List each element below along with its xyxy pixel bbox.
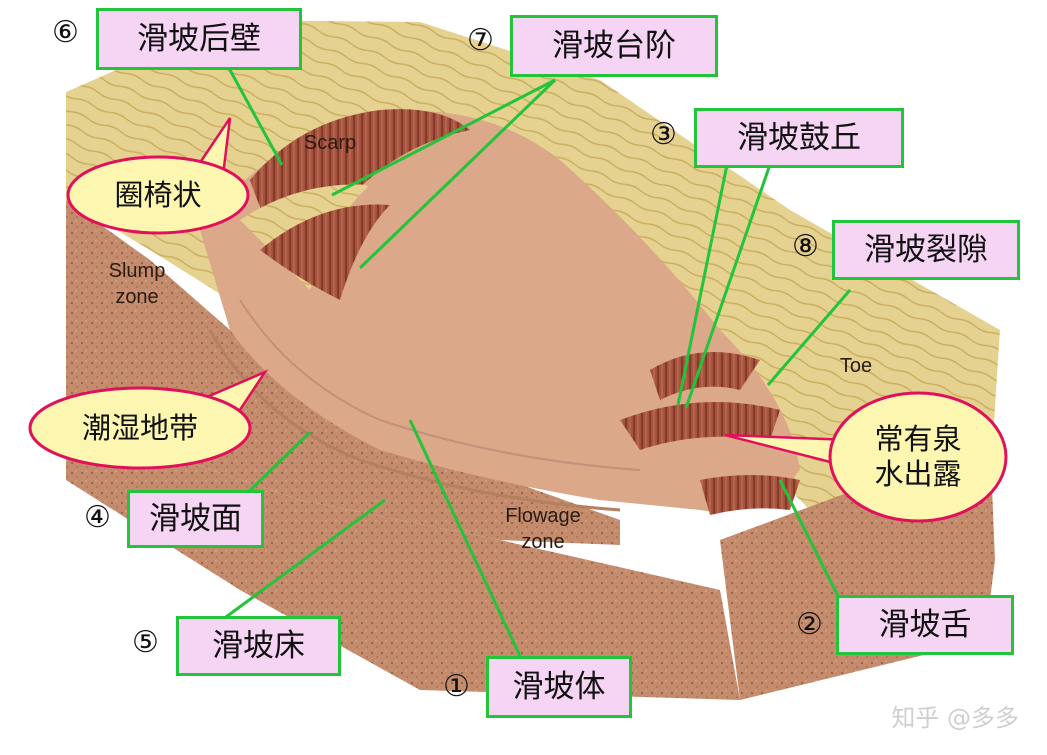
step-band-3 (700, 475, 800, 515)
label-2-number: ② (796, 607, 823, 642)
label-4-box: 滑坡面 (127, 490, 264, 548)
watermark: 知乎 @多多 (891, 704, 1019, 732)
step-band-1 (650, 352, 760, 400)
label-5-box: 滑坡床 (176, 616, 341, 676)
scarp-label: Scarp (303, 132, 357, 154)
label-6-box: 滑坡后壁 (96, 8, 302, 70)
label-4-number: ④ (84, 500, 111, 535)
label-6-number: ⑥ (52, 15, 79, 50)
label-3-number: ③ (650, 117, 677, 152)
label-8-number: ⑧ (792, 229, 819, 264)
leader-lines (214, 69, 852, 657)
label-2-box: 滑坡舌 (836, 595, 1014, 655)
chair-bubble-shape (66, 155, 250, 235)
slump-zone-label: Slump zone (108, 260, 166, 308)
label-1-box: 滑坡体 (486, 656, 632, 718)
label-8-box: 滑坡裂隙 (832, 220, 1020, 280)
flow-curve-2 (239, 299, 641, 471)
label-1-number: ① (443, 669, 470, 704)
spring-bubble: 常有泉 水出露 (874, 422, 962, 491)
flowage-zone-label: Flowage zone (505, 505, 581, 553)
label-7-box: 滑坡台阶 (510, 15, 718, 77)
terrace-cliff-2 (260, 204, 390, 300)
step-band-2 (620, 402, 780, 450)
wet-bubble-shape (28, 386, 252, 470)
spring-bubble-shape (828, 391, 1008, 523)
label-5-number: ⑤ (132, 625, 159, 660)
label-3-box: 滑坡鼓丘 (694, 108, 904, 168)
chair-shape-bubble: 圈椅状 (114, 177, 202, 212)
wet-zone-bubble: 潮湿地带 (81, 410, 198, 445)
label-7-number: ⑦ (467, 23, 494, 58)
toe-label: Toe (839, 355, 873, 377)
